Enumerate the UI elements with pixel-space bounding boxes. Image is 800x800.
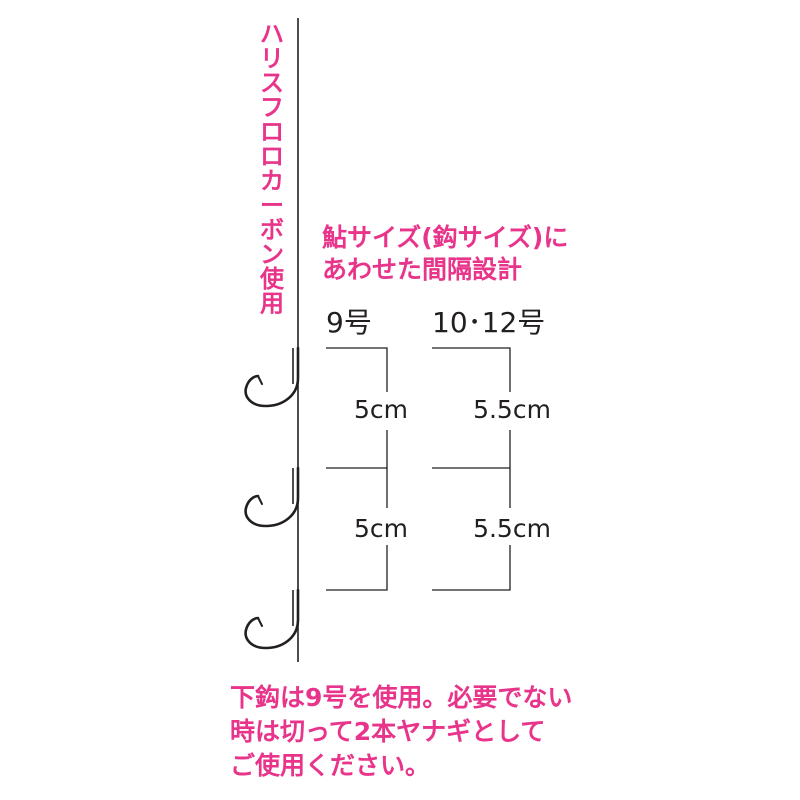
bottom-note-line3: ご使用ください。 xyxy=(230,751,430,780)
leader-label-char: ボ xyxy=(260,216,284,244)
leader-label-char: ロ xyxy=(260,118,284,146)
spacing-note-line2: あわせた間隔設計 xyxy=(322,255,522,284)
size-label-10-12: 10･12号 xyxy=(432,306,545,339)
leader-label-char: ー xyxy=(260,192,284,220)
spacing-label-9-lower: 5cm xyxy=(354,514,408,543)
spacing-label-10-12-upper: 5.5cm xyxy=(473,395,551,424)
leader-label-char: ロ xyxy=(260,143,284,171)
leader-label-char: 用 xyxy=(260,290,284,318)
hook-icon xyxy=(244,466,300,528)
bottom-note-line1: 下鈎は9号を使用。必要でない xyxy=(230,683,572,712)
bottom-note-line2: 時は切って2本ヤナギとして xyxy=(230,717,545,746)
size-label-9: 9号 xyxy=(326,306,372,339)
leader-label-char: リ xyxy=(260,45,284,73)
leader-label-char: 使 xyxy=(259,265,285,293)
leader-label-char: ハ xyxy=(260,20,284,48)
spacing-bracket-9 xyxy=(326,347,388,591)
leader-label-char: ス xyxy=(260,69,284,97)
spacing-bracket-10-12 xyxy=(432,347,511,591)
spacing-note-line1: 鮎サイズ(鈎サイズ)に xyxy=(322,223,568,252)
hook-icon xyxy=(244,588,300,650)
leader-label-char: カ xyxy=(260,167,284,195)
leader-label-char: ン xyxy=(260,241,284,269)
leader-material-label: ハリスフロロカーボン使用 xyxy=(259,20,285,318)
spacing-label-9-upper: 5cm xyxy=(354,395,408,424)
spacing-label-10-12-lower: 5.5cm xyxy=(473,514,551,543)
hooks-group xyxy=(244,346,300,650)
hook-icon xyxy=(244,346,300,408)
leader-label-char: フ xyxy=(260,94,284,122)
